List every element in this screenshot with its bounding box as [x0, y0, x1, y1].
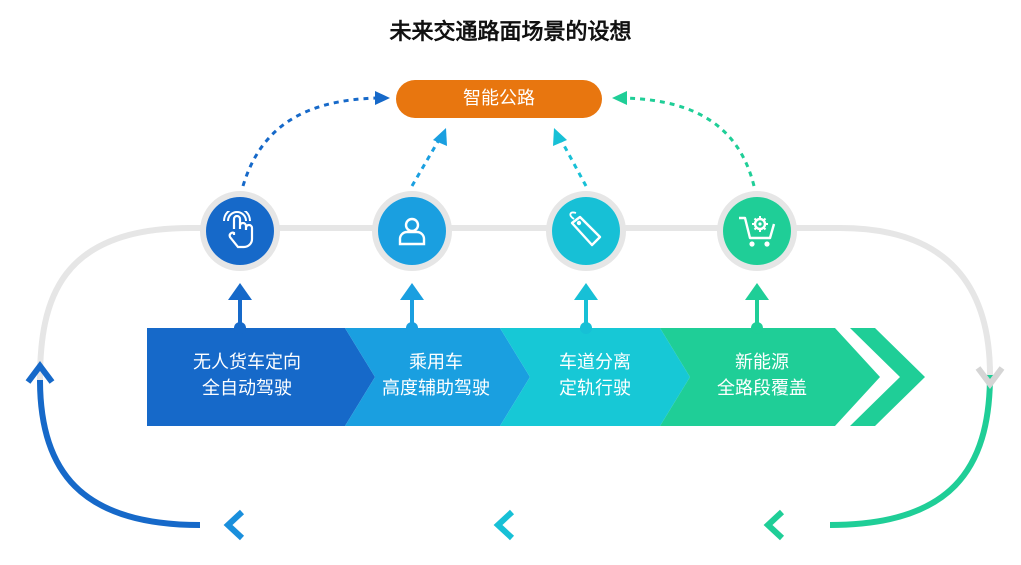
- page-title: 未来交通路面场景的设想: [389, 20, 632, 45]
- dotted-arrow-2: [410, 137, 442, 187]
- stage-band-2: [345, 328, 530, 426]
- tag-icon: [569, 211, 602, 247]
- stage-band-3: [500, 328, 690, 426]
- stage-label-line: 全路段覆盖: [717, 378, 807, 399]
- dotted-arrowhead-icon: [433, 128, 447, 146]
- bottom-chevron-icon: [223, 509, 245, 541]
- goal-pill: 智能公路: [396, 80, 602, 118]
- stage-label-line: 新能源: [735, 352, 789, 373]
- stage-circle-4: [717, 191, 797, 271]
- dotted-arrowhead-icon: [553, 128, 567, 146]
- stage-label-line: 高度辅助驾驶: [382, 378, 490, 399]
- dotted-arrowhead-icon: [375, 91, 390, 105]
- stage-label-2: 乘用车 高度辅助驾驶: [346, 350, 526, 402]
- stage-label-line: 全自动驾驶: [202, 378, 292, 399]
- connector-1: [228, 283, 252, 334]
- dotted-arrowhead-icon: [612, 91, 627, 105]
- right-down-arrow-icon: [975, 366, 1005, 389]
- stage-circle-2: [372, 191, 452, 271]
- bottom-chevron-icon: [763, 509, 785, 541]
- stage-label-4: 新能源 全路段覆盖: [672, 350, 852, 402]
- connector-2: [400, 283, 424, 334]
- touch-hand-icon: [223, 211, 254, 249]
- stage-label-line: 无人货车定向: [193, 352, 301, 373]
- stage-circle-1: [200, 191, 280, 271]
- loop-left-arc: [37, 225, 191, 381]
- stage-band-1: [147, 328, 375, 426]
- stage-label-line: 乘用车: [409, 352, 463, 373]
- loop-left-lower: [37, 379, 201, 528]
- connector-4: [745, 283, 769, 334]
- stage-label-line: 定轨行驶: [559, 378, 631, 399]
- stage-label-3: 车道分离 定轨行驶: [505, 350, 685, 402]
- user-icon: [398, 217, 426, 246]
- dotted-arrow-3: [558, 137, 588, 187]
- stage-band-4: [660, 328, 880, 426]
- stage-label-1: 无人货车定向 全自动驾驶: [157, 350, 337, 402]
- dotted-arrow-1: [241, 96, 379, 187]
- connector-3: [574, 283, 598, 334]
- stage-circle-3: [546, 191, 626, 271]
- bottom-chevron-icon: [493, 509, 515, 541]
- loop-right-lower: [829, 374, 993, 528]
- stage-label-line: 车道分离: [559, 352, 631, 373]
- loop-right-arc: [839, 225, 993, 376]
- cart-gear-icon: [739, 216, 776, 247]
- band-chevron-icon: [850, 328, 925, 426]
- left-up-arrow-icon: [25, 361, 55, 384]
- dotted-arrow-4: [623, 96, 756, 187]
